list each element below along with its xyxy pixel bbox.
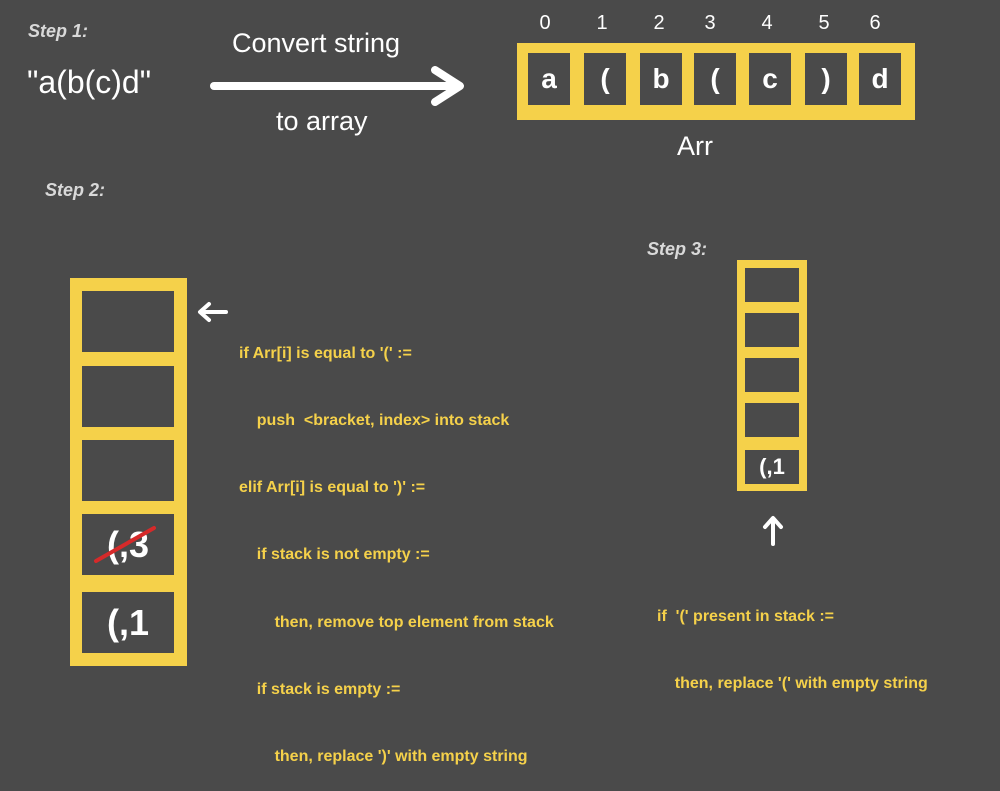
stack-slot xyxy=(745,358,799,392)
note-line: if '(' present in stack := xyxy=(657,607,834,625)
input-string: "a(b(c)d" xyxy=(27,64,152,100)
code-line: then, remove top element from stack xyxy=(239,613,554,631)
code-line: then, replace ')' with empty string xyxy=(239,748,528,766)
arrow-bottom-text: to array xyxy=(276,106,368,136)
stack-slot: (,1 xyxy=(82,592,174,653)
array-cell: b xyxy=(640,53,682,105)
step2-pseudocode: if Arr[i] is equal to '(' := push <brack… xyxy=(239,298,554,791)
array-cell: ( xyxy=(584,53,626,105)
stack-slot xyxy=(745,403,799,437)
note-line: then, replace '(' with empty string xyxy=(657,675,928,693)
strike-line-icon xyxy=(94,526,156,563)
array-cell: c xyxy=(749,53,791,105)
array-index: 1 xyxy=(596,12,608,34)
convert-arrow-icon xyxy=(210,66,464,106)
code-line: if stack is empty := xyxy=(239,680,401,698)
stack-slot xyxy=(745,268,799,302)
array-box: a ( b ( c ) d xyxy=(517,43,915,120)
step3-note: if '(' present in stack := then, replace… xyxy=(657,561,928,718)
array-name: Arr xyxy=(677,131,713,161)
code-line: if stack is not empty := xyxy=(239,546,430,564)
code-line: push <bracket, index> into stack xyxy=(239,412,510,430)
stack-slot xyxy=(82,440,174,501)
stack-step3: (,1 xyxy=(737,260,807,491)
stack-step2: (,3 (,1 xyxy=(70,278,187,666)
array-index: 6 xyxy=(869,12,881,34)
array-cell: ) xyxy=(805,53,847,105)
array-cell: a xyxy=(528,53,570,105)
arrow-top-text: Convert string xyxy=(232,28,401,58)
array-index: 0 xyxy=(539,12,551,34)
array-index: 2 xyxy=(653,12,665,34)
stack-slot-removed: (,3 xyxy=(82,514,174,575)
up-arrow-icon xyxy=(763,516,783,546)
stack-slot xyxy=(82,366,174,427)
code-line: elif Arr[i] is equal to ')' := xyxy=(239,479,426,497)
array-cell: ( xyxy=(694,53,736,105)
stack-slot xyxy=(82,291,174,352)
array-index: 3 xyxy=(704,12,716,34)
step1-label: Step 1: xyxy=(28,21,89,41)
array-index: 5 xyxy=(818,12,830,34)
code-line: if Arr[i] is equal to '(' := xyxy=(239,344,412,362)
step2-label: Step 2: xyxy=(45,180,106,200)
left-arrow-icon xyxy=(198,302,228,322)
step3-label: Step 3: xyxy=(647,239,708,259)
array-index: 4 xyxy=(761,12,773,34)
stack-slot xyxy=(745,313,799,347)
stack-slot: (,1 xyxy=(745,450,799,484)
array-cell: d xyxy=(859,53,901,105)
